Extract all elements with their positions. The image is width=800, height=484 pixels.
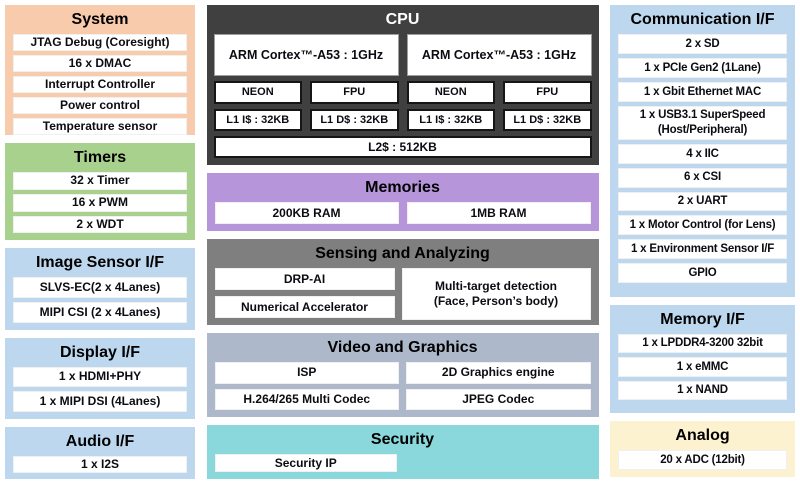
display-if-title: Display I/F <box>59 343 141 361</box>
cpu-l1-icache-0: L1 I$ : 32KB <box>213 108 302 131</box>
item-iic: 4 x IIC <box>618 143 787 164</box>
item-security-ip: Security IP <box>214 454 397 472</box>
video-graphics-title: Video and Graphics <box>327 339 478 356</box>
item-200kb-ram: 200KB RAM <box>214 202 399 224</box>
item-temperature-sensor: Temperature sensor <box>13 118 187 135</box>
item-numerical-accelerator: Numerical Accelerator <box>214 296 395 318</box>
sensing-right-items: Multi-target detection (Face, Person’s b… <box>401 268 591 320</box>
block-security: Security Security IP <box>206 425 599 479</box>
item-usb31-superspeed: 1 x USB3.1 SuperSpeed (Host/Peripheral) <box>618 105 787 140</box>
cpu-cores-row: ARM Cortex™-A53 : 1GHz ARM Cortex™-A53 :… <box>213 34 592 77</box>
block-timers: Timers 32 x Timer 16 x PWM 2 x WDT <box>5 143 195 241</box>
item-isp: ISP <box>214 362 399 384</box>
image-sensor-items: SLVS-EC(2 x 4Lanes) MIPI CSI (2 x 4Lanes… <box>13 277 187 323</box>
item-jtag-debug: JTAG Debug (Coresight) <box>13 34 187 51</box>
audio-items: 1 x I2S <box>13 455 187 473</box>
timers-title: Timers <box>73 149 127 166</box>
item-mipi-dsi: 1 x MIPI DSI (4Lanes) <box>13 391 187 412</box>
item-drp-ai: DRP-AI <box>214 268 395 290</box>
cpu-fpu-1: FPU <box>503 81 592 104</box>
item-sd: 2 x SD <box>618 34 787 54</box>
image-sensor-if-title: Image Sensor I/F <box>35 254 165 272</box>
item-adc: 20 x ADC (12bit) <box>618 450 787 470</box>
cpu-l1-dcache-0: L1 D$ : 32KB <box>310 108 399 131</box>
item-mipi-csi: MIPI CSI (2 x 4Lanes) <box>13 301 187 323</box>
block-audio-if: Audio I/F 1 x I2S <box>5 426 195 479</box>
memory-if-items: 1 x LPDDR4-3200 32bit 1 x eMMC 1 x NAND <box>618 334 787 400</box>
block-video-graphics: Video and Graphics ISP 2D Graphics engin… <box>206 333 599 417</box>
sensing-left-items: DRP-AI Numerical Accelerator <box>214 268 395 318</box>
block-cpu: CPU ARM Cortex™-A53 : 1GHz ARM Cortex™-A… <box>206 5 599 165</box>
cpu-neon-0: NEON <box>213 81 302 104</box>
audio-if-title: Audio I/F <box>65 432 135 450</box>
item-multi-target-detection: Multi-target detection (Face, Person’s b… <box>401 268 591 320</box>
system-items: JTAG Debug (Coresight) 16 x DMAC Interru… <box>13 34 187 135</box>
communication-items: 2 x SD 1 x PCIe Gen2 (1Lane) 1 x Gbit Et… <box>618 34 787 284</box>
video-items: ISP 2D Graphics engine H.264/265 Multi C… <box>214 362 591 410</box>
timers-items: 32 x Timer 16 x PWM 2 x WDT <box>13 172 187 234</box>
cpu-l2-cache: L2$ : 512KB <box>213 135 592 159</box>
block-analog: Analog 20 x ADC (12bit) <box>610 421 795 477</box>
item-timer: 32 x Timer <box>13 172 187 190</box>
sensing-title: Sensing and Analyzing <box>315 245 490 262</box>
cpu-l2-row: L2$ : 512KB <box>213 135 592 159</box>
cpu-l1-icache-1: L1 I$ : 32KB <box>406 108 495 131</box>
block-image-sensor-if: Image Sensor I/F SLVS-EC(2 x 4Lanes) MIP… <box>5 248 195 330</box>
item-pwm: 16 x PWM <box>13 193 187 212</box>
item-hdmi-phy: 1 x HDMI+PHY <box>13 366 187 388</box>
block-memory-if: Memory I/F 1 x LPDDR4-3200 32bit 1 x eMM… <box>610 305 795 413</box>
item-dmac: 16 x DMAC <box>13 55 187 72</box>
item-2d-graphics-engine: 2D Graphics engine <box>406 362 591 384</box>
item-jpeg-codec: JPEG Codec <box>406 388 591 410</box>
analog-title: Analog <box>675 427 730 444</box>
right-column: Communication I/F 2 x SD 1 x PCIe Gen2 (… <box>610 5 795 479</box>
cpu-body: ARM Cortex™-A53 : 1GHz ARM Cortex™-A53 :… <box>213 34 592 159</box>
item-power-control: Power control <box>13 97 187 114</box>
center-column: CPU ARM Cortex™-A53 : 1GHz ARM Cortex™-A… <box>206 5 599 479</box>
memories-items: 200KB RAM 1MB RAM <box>214 202 591 224</box>
item-slvs-ec: SLVS-EC(2 x 4Lanes) <box>13 277 187 298</box>
item-environment-sensor-if: 1 x Environment Sensor I/F <box>618 239 787 260</box>
item-1mb-ram: 1MB RAM <box>406 202 591 224</box>
item-emmc: 1 x eMMC <box>618 357 787 377</box>
cpu-fpu-0: FPU <box>310 81 399 104</box>
cpu-core-0: ARM Cortex™-A53 : 1GHz <box>213 34 399 77</box>
item-gbit-ethernet-mac: 1 x Gbit Ethernet MAC <box>618 81 787 102</box>
block-display-if: Display I/F 1 x HDMI+PHY 1 x MIPI DSI (4… <box>5 337 195 419</box>
communication-if-title: Communication I/F <box>630 11 775 28</box>
analog-items: 20 x ADC (12bit) <box>618 450 787 470</box>
item-h264-265-codec: H.264/265 Multi Codec <box>214 388 399 410</box>
block-communication-if: Communication I/F 2 x SD 1 x PCIe Gen2 (… <box>610 5 795 297</box>
item-i2s: 1 x I2S <box>13 455 187 473</box>
display-items: 1 x HDMI+PHY 1 x MIPI DSI (4Lanes) <box>13 366 187 412</box>
block-system: System JTAG Debug (Coresight) 16 x DMAC … <box>5 5 195 135</box>
left-column: System JTAG Debug (Coresight) 16 x DMAC … <box>5 5 195 479</box>
cpu-l1-dcache-1: L1 D$ : 32KB <box>503 108 592 131</box>
item-gpio: GPIO <box>618 263 787 284</box>
block-sensing-analyzing: Sensing and Analyzing DRP-AI Numerical A… <box>206 239 599 325</box>
memories-title: Memories <box>365 179 440 196</box>
system-title: System <box>71 11 129 28</box>
item-motor-control: 1 x Motor Control (for Lens) <box>618 215 787 236</box>
security-title: Security <box>370 431 435 448</box>
cpu-core-1: ARM Cortex™-A53 : 1GHz <box>406 34 592 77</box>
item-wdt: 2 x WDT <box>13 215 187 234</box>
cpu-l1-row: L1 I$ : 32KB L1 D$ : 32KB L1 I$ : 32KB L… <box>213 108 592 131</box>
block-memories: Memories 200KB RAM 1MB RAM <box>206 173 599 231</box>
cpu-title: CPU <box>385 11 420 28</box>
security-items: Security IP <box>214 454 591 472</box>
item-lpddr4: 1 x LPDDR4-3200 32bit <box>618 334 787 354</box>
sensing-items: DRP-AI Numerical Accelerator Multi-targe… <box>214 268 591 320</box>
item-interrupt-controller: Interrupt Controller <box>13 76 187 93</box>
cpu-units-row: NEON FPU NEON FPU <box>213 81 592 104</box>
item-uart: 2 x UART <box>618 191 787 212</box>
item-pcie: 1 x PCIe Gen2 (1Lane) <box>618 57 787 78</box>
cpu-neon-1: NEON <box>406 81 495 104</box>
item-csi: 6 x CSI <box>618 167 787 188</box>
item-nand: 1 x NAND <box>618 380 787 400</box>
memory-if-title: Memory I/F <box>660 311 745 328</box>
